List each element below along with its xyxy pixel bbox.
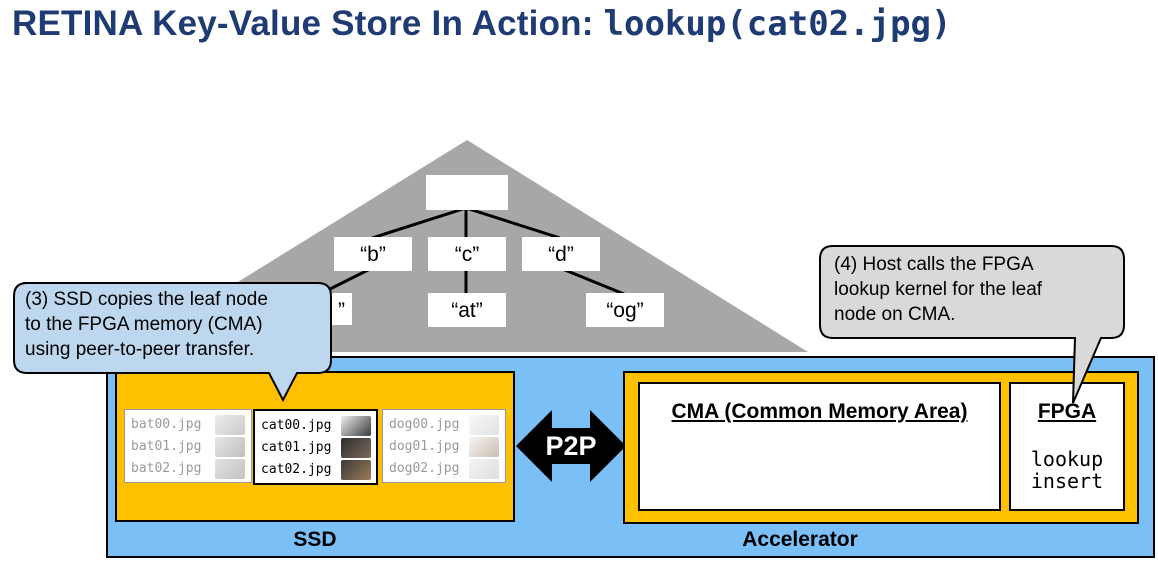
tree-node-d: “d”	[522, 237, 600, 271]
fpga-box	[1009, 382, 1125, 511]
tree-edge	[465, 206, 561, 240]
file-name: cat00.jpg	[261, 418, 332, 433]
tree-node-at: “at”	[428, 293, 506, 327]
tree-node-og: “og”	[586, 293, 664, 327]
file-name: bat01.jpg	[131, 439, 202, 454]
dog-photo-icon	[469, 437, 499, 457]
callout-host-calls-line: (4) Host calls the FPGA	[834, 254, 1034, 275]
callout-ssd-copy-line: to the FPGA memory (CMA)	[25, 314, 263, 335]
p2p-label: P2P	[545, 431, 597, 461]
cat-photo-icon	[341, 438, 371, 458]
callout-ssd-copy	[13, 282, 332, 403]
tree-node-c: “c”	[428, 237, 506, 271]
cat-photo-icon	[341, 416, 371, 436]
slide-title-text: RETINA Key-Value Store In Action:	[12, 4, 604, 43]
callout-host-calls	[819, 245, 1125, 404]
file-name: dog00.jpg	[389, 417, 460, 432]
bat-photo-icon	[215, 415, 245, 435]
slide-title-code: lookup(cat02.jpg)	[603, 4, 952, 44]
callout-ssd-copy-line: (3) SSD copies the leaf node	[25, 289, 268, 310]
cat-photo-icon	[341, 460, 371, 480]
dog-photo-icon	[469, 415, 499, 435]
callout-host-calls-text: (4) Host calls the FPGA lookup kernel fo…	[834, 252, 1124, 330]
callout-host-calls-line: lookup kernel for the leaf	[834, 279, 1043, 300]
fpga-function-insert: insert	[1030, 469, 1104, 493]
p2p-arrow	[516, 410, 626, 482]
file-name: cat01.jpg	[261, 440, 332, 455]
fpga-label: FPGA	[1037, 400, 1097, 423]
file-column-bat: bat00.jpg bat01.jpg bat02.jpg	[124, 409, 252, 483]
bat-photo-icon	[215, 459, 245, 479]
tree-node-b: “b”	[334, 237, 412, 271]
callout-ssd-copy-line: using peer-to-peer transfer.	[25, 339, 255, 360]
ssd-label: SSD	[293, 528, 337, 551]
fpga-function-lookup: lookup	[1030, 447, 1104, 471]
accelerator-label: Accelerator	[742, 528, 858, 551]
file-name: bat00.jpg	[131, 417, 202, 432]
dog-photo-icon	[469, 459, 499, 479]
tree-edge	[371, 206, 467, 240]
file-name: dog01.jpg	[389, 439, 460, 454]
file-name: bat02.jpg	[131, 461, 202, 476]
file-column-dog: dog00.jpg dog01.jpg dog02.jpg	[382, 409, 506, 483]
bat-photo-icon	[215, 437, 245, 457]
file-name: cat02.jpg	[261, 462, 332, 477]
callout-ssd-copy-text: (3) SSD copies the leaf node to the FPGA…	[25, 287, 325, 365]
file-column-cat: cat00.jpg cat01.jpg cat02.jpg	[253, 409, 378, 485]
cma-label: CMA (Common Memory Area)	[671, 400, 968, 423]
slide-title: RETINA Key-Value Store In Action: lookup…	[12, 0, 952, 48]
file-name: dog02.jpg	[389, 461, 460, 476]
tree-root-node	[426, 175, 508, 210]
callout-host-calls-line: node on CMA.	[834, 304, 956, 325]
cma-box	[638, 382, 1001, 511]
